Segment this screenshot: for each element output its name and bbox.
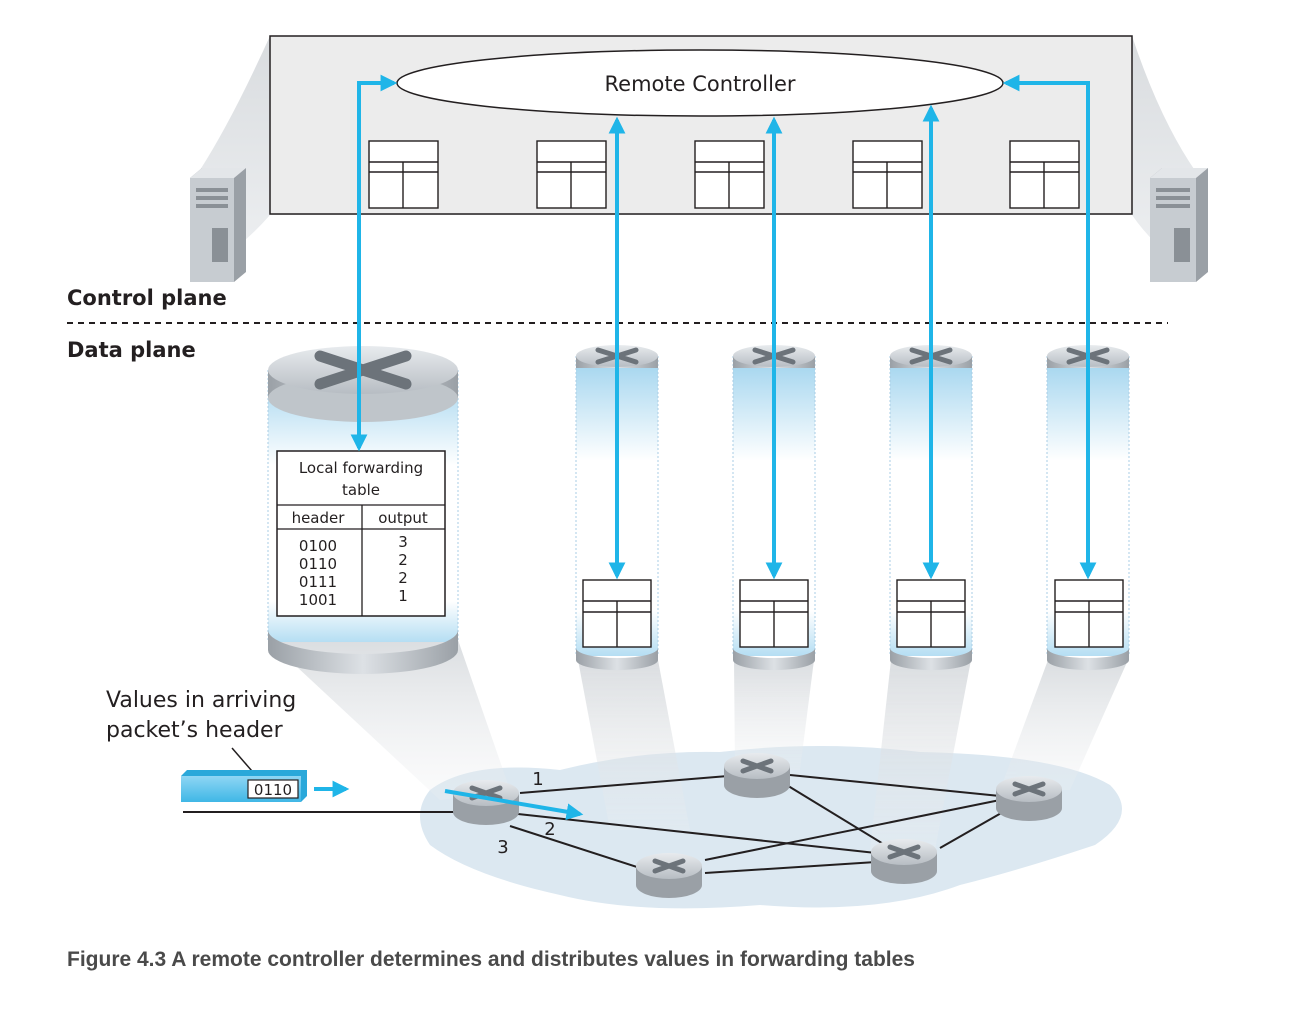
router-icon (636, 853, 702, 898)
control-arrows (350, 74, 1097, 580)
packet-annotation-line2: packet’s header (106, 718, 284, 743)
table-cell-output: 3 (398, 533, 408, 551)
packet-header-field (247, 779, 299, 799)
network-links (183, 774, 1011, 874)
table-cell-output: 1 (398, 587, 408, 605)
forwarding-arrow (444, 789, 584, 821)
table-col-output: output (378, 509, 428, 527)
remote-controller-label: Remote Controller (605, 72, 796, 96)
table-cell-output: 2 (398, 569, 408, 587)
server-right-icon (1150, 168, 1208, 282)
router-table-icon (1054, 579, 1124, 648)
table-cell-header: 1001 (299, 591, 337, 609)
router-icon (996, 776, 1062, 821)
light-beams (268, 640, 1128, 850)
table-cell-header: 0111 (299, 573, 337, 591)
control-plane-label: Control plane (67, 286, 227, 310)
port-label: 2 (544, 819, 555, 840)
server-left-icon (190, 168, 246, 282)
table-title-line2: table (342, 481, 380, 499)
remote-controller: Remote Controller (396, 49, 1004, 117)
control-arrow (350, 74, 398, 452)
table-cell-output: 2 (398, 551, 408, 569)
table-cell-header: 0100 (299, 537, 337, 555)
data-plane-label: Data plane (67, 338, 196, 362)
local-forwarding-table: Local forwarding table header output 010… (276, 450, 446, 617)
router-table-icon (582, 579, 652, 648)
router-table-icon (896, 579, 966, 648)
controller-table-icon (694, 140, 765, 209)
table-cell-header: 0110 (299, 555, 337, 573)
controller-table-icon (368, 140, 439, 209)
port-label: 1 (532, 769, 543, 790)
packet-header-value: 0110 (254, 781, 292, 799)
router-table-icon (739, 579, 809, 648)
packet-annotation-line1: Values in arriving (106, 688, 296, 713)
controller-table-icon (1009, 140, 1080, 209)
controller-table-icon (852, 140, 923, 209)
router-icon (871, 839, 937, 884)
router-icon (724, 753, 790, 798)
arriving-packet: 0110 (181, 770, 307, 802)
controller-table-icon (536, 140, 607, 209)
figure-caption: Figure 4.3 A remote controller determine… (67, 948, 915, 971)
table-title-line1: Local forwarding (299, 459, 423, 477)
table-col-header: header (292, 509, 346, 527)
control-arrow (1002, 74, 1097, 580)
port-label: 3 (497, 837, 508, 858)
